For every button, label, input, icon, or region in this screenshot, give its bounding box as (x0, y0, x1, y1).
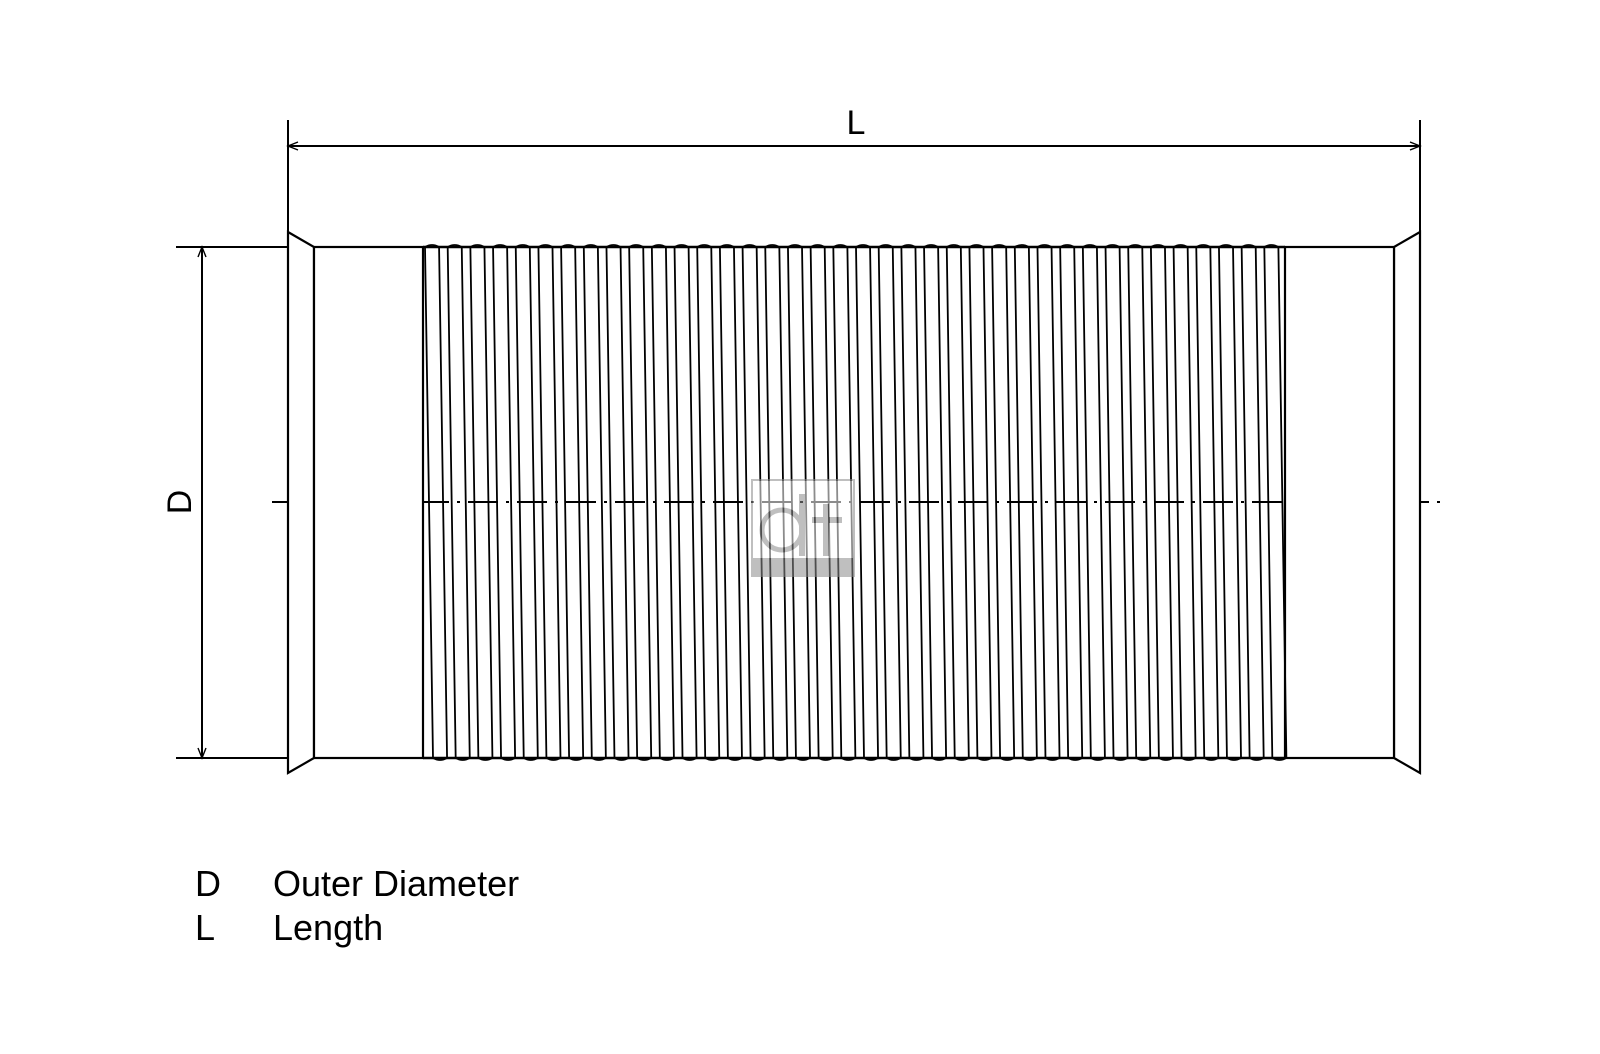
corrugation-crest (560, 244, 584, 761)
corrugation-rib (628, 246, 653, 759)
corrugation-crest (1037, 244, 1060, 761)
corrugation-crest (606, 244, 629, 761)
corrugation-rib (673, 246, 698, 759)
corrugation-crest (1263, 244, 1287, 761)
length-label: L (847, 104, 866, 142)
corrugation-rib (991, 246, 1016, 759)
corrugation-rib (1036, 246, 1061, 759)
corrugation-crest (1173, 244, 1197, 761)
corrugation-rib (582, 246, 607, 759)
corrugation-crest (832, 244, 856, 761)
corrugation-rib (605, 246, 630, 759)
corrugation-rib (1218, 246, 1242, 759)
corrugation-crest (1082, 244, 1106, 761)
corrugation-crest (492, 244, 516, 761)
corrugation-crest (651, 244, 675, 761)
corrugation-rib (446, 246, 471, 759)
corrugation-rib (923, 246, 948, 759)
corrugation-crest (923, 244, 947, 761)
corrugation-rib (1059, 246, 1084, 759)
corrugation-rib (718, 246, 743, 759)
corrugation-crest (674, 244, 698, 761)
legend-symbol: L (195, 907, 216, 948)
corrugation-rib (650, 246, 675, 759)
corrugation-crest (742, 244, 766, 761)
corrugation-crest (855, 244, 879, 761)
corrugation-crest (1195, 244, 1219, 761)
corrugation-crest (1150, 244, 1174, 761)
corrugation-crest (719, 244, 743, 761)
corrugation-crest (1218, 244, 1242, 761)
corrugation-crest (787, 244, 811, 761)
legend-row-diameter: D Outer Diameter (195, 862, 519, 906)
legend-symbol: D (195, 863, 221, 904)
corrugation-rib (945, 246, 970, 759)
corrugation-crest (1241, 244, 1265, 761)
corrugation-rib (855, 246, 879, 759)
corrugation-crest (537, 244, 561, 761)
corrugation-crest (1127, 244, 1151, 761)
corrugation-crest (1059, 244, 1083, 761)
watermark-logo-band (752, 558, 854, 576)
corrugation-crest (447, 244, 471, 761)
corrugation-crest (968, 244, 992, 761)
corrugation-crest (900, 244, 924, 761)
corrugation-crest (878, 244, 902, 761)
corrugation-crest (1014, 244, 1038, 761)
corrugation-rib (1240, 246, 1265, 759)
corrugation-rib (900, 246, 925, 759)
corrugation-crest (424, 244, 448, 761)
corrugation-crest (696, 244, 720, 761)
corrugation-rib (1127, 246, 1152, 759)
corrugation-crest (991, 244, 1015, 761)
corrugation-crest (946, 244, 970, 761)
corrugation-rib (492, 246, 517, 759)
right-cuff (1283, 245, 1396, 760)
corrugation-rib (514, 246, 539, 759)
corrugation-rib (1195, 246, 1220, 759)
corrugation-rib (1013, 246, 1038, 759)
corrugation-rib (560, 246, 585, 759)
corrugation-rib (1263, 246, 1288, 759)
legend-description: Outer Diameter (273, 863, 520, 904)
right-flange (1392, 230, 1422, 775)
corrugation-crest (583, 244, 607, 761)
legend-description: Length (273, 907, 384, 948)
legend-row-length: L Length (195, 906, 519, 950)
corrugation-crest (628, 244, 652, 761)
corrugation-crest (810, 244, 834, 761)
corrugation-crest (764, 244, 788, 761)
corrugation-rib (877, 246, 902, 759)
corrugation-rib (968, 246, 993, 759)
legend: D Outer Diameter L Length (195, 862, 519, 950)
corrugated-bellows (423, 244, 1288, 761)
diameter-label: D (161, 490, 199, 515)
corrugation-rib (1081, 246, 1106, 759)
corrugation-rib (696, 246, 721, 759)
corrugation-rib (1172, 246, 1197, 759)
corrugation-rib (537, 246, 562, 759)
corrugation-rib (469, 246, 494, 759)
corrugation-rib (424, 246, 448, 759)
corrugation-rib (1149, 246, 1174, 759)
corrugation-crest (1105, 244, 1129, 761)
corrugation-crest (515, 244, 539, 761)
watermark-logo (751, 479, 855, 577)
left-cuff (312, 245, 425, 760)
corrugation-crest (469, 244, 493, 761)
corrugation-rib (1104, 246, 1129, 759)
left-flange (286, 230, 316, 775)
